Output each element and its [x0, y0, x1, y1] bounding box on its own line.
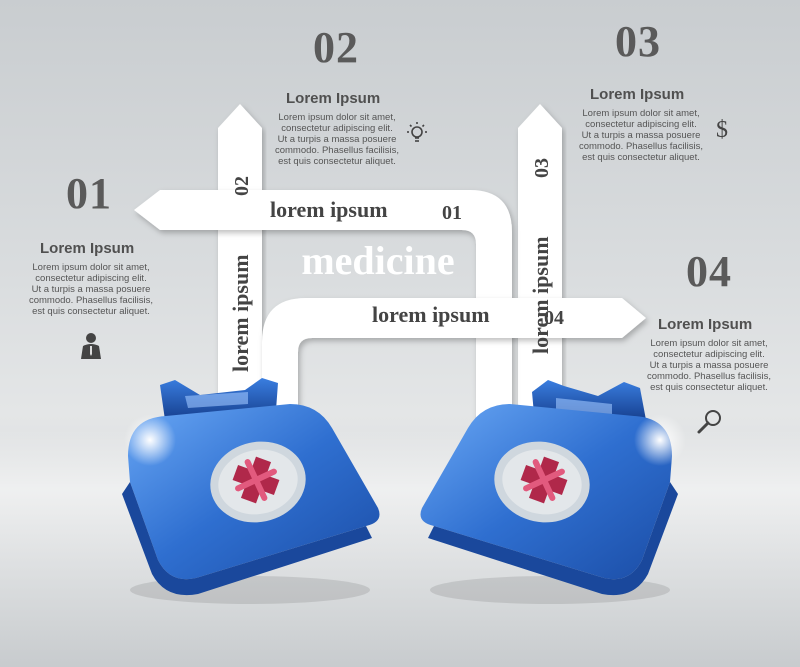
dollar-icon: $: [712, 114, 732, 147]
first-aid-kit-left: [122, 378, 380, 604]
text-line: commodo. Phasellus facilisis,: [646, 371, 772, 382]
text-line: consectetur adipiscing elit.: [653, 349, 765, 360]
text-line: Lorem ipsum dolor sit amet,: [278, 112, 396, 123]
text-line: commodo. Phasellus facilisis,: [578, 141, 704, 152]
block-text-01: Lorem ipsum dolor sit amet, consectetur …: [16, 262, 166, 317]
text-line: commodo. Phasellus facilisis,: [28, 295, 154, 306]
text-line: consectetur adipiscing elit.: [281, 123, 393, 134]
first-aid-kit-right: [420, 380, 686, 604]
text-line: est quis consectetur aliquet.: [650, 382, 768, 393]
step-number-01: 01: [66, 169, 112, 218]
text-line: Lorem ipsum dolor sit amet,: [582, 108, 700, 119]
text-line: est quis consectetur aliquet.: [582, 152, 700, 163]
arrow-02-label: lorem ipsum: [228, 254, 253, 372]
block-text-04: Lorem ipsum dolor sit amet, consectetur …: [634, 338, 784, 393]
person-icon: [80, 332, 102, 365]
text-line: consectetur adipiscing elit.: [35, 273, 147, 284]
text-line: est quis consectetur aliquet.: [278, 156, 396, 167]
text-line: Ut a turpis a massa posuere: [581, 130, 701, 141]
block-title-04: Lorem Ipsum: [658, 316, 753, 333]
arrow-01-label: lorem ipsum: [270, 197, 388, 222]
svg-text:$: $: [716, 117, 728, 142]
block-title-01: Lorem Ipsum: [40, 240, 135, 257]
text-line: Ut a turpis a massa posuere: [649, 360, 769, 371]
block-title-02: Lorem Ipsum: [286, 90, 381, 107]
block-text-03: Lorem ipsum dolor sit amet, consectetur …: [566, 108, 716, 163]
arrow-02-number: 02: [231, 176, 253, 196]
text-line: est quis consectetur aliquet.: [32, 306, 150, 317]
block-text-02: Lorem ipsum dolor sit amet, consectetur …: [262, 112, 412, 167]
step-number-02: 02: [313, 23, 359, 72]
arrow-01: [134, 190, 512, 420]
arrow-03-number: 03: [531, 158, 553, 178]
arrow-01-number: 01: [442, 202, 462, 224]
center-title: medicine: [301, 238, 454, 283]
magnifier-icon: [696, 408, 724, 441]
arrow-04: [262, 298, 646, 420]
text-line: consectetur adipiscing elit.: [585, 119, 697, 130]
text-line: Ut a turpis a massa posuere: [31, 284, 151, 295]
arrow-03: [518, 104, 562, 430]
text-line: Lorem ipsum dolor sit amet,: [650, 338, 768, 349]
arrow-02: [218, 104, 262, 400]
arrow-03-label: lorem ipsum: [528, 236, 553, 354]
arrow-04-number: 04: [544, 307, 564, 329]
step-number-04: 04: [686, 247, 732, 296]
block-title-03: Lorem Ipsum: [590, 86, 685, 103]
arrow-04-label: lorem ipsum: [372, 302, 490, 327]
text-line: Lorem ipsum dolor sit amet,: [32, 262, 150, 273]
text-line: Ut a turpis a massa posuere: [277, 134, 397, 145]
lightbulb-icon: [403, 120, 431, 153]
step-number-03: 03: [615, 17, 661, 66]
text-line: commodo. Phasellus facilisis,: [274, 145, 400, 156]
